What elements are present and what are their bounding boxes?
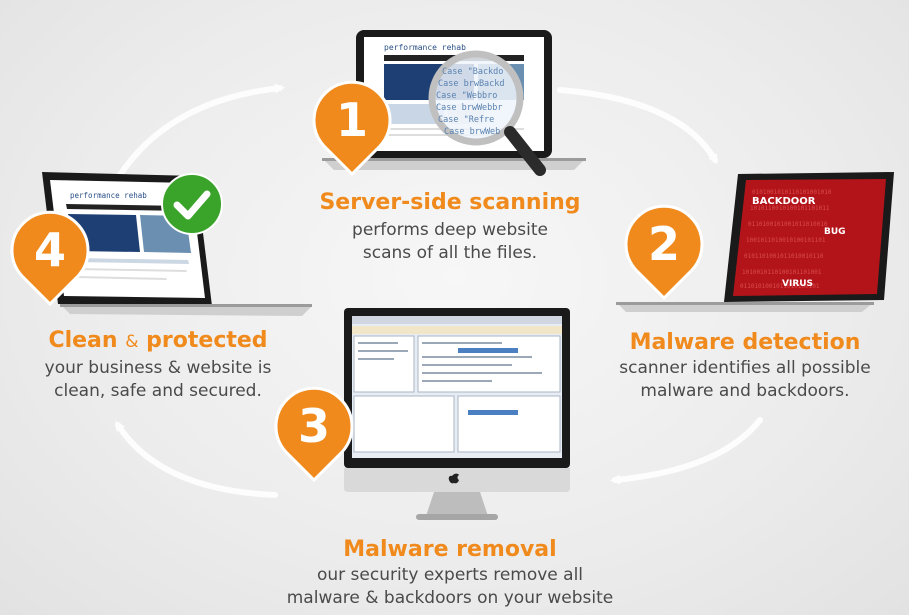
- marker-3-number: 3: [298, 399, 330, 453]
- check-badge-icon: [161, 173, 223, 235]
- svg-text:0110100101001011010010: 0110100101001011010010: [748, 221, 828, 228]
- step-4-title-part-2: protected: [146, 328, 268, 353]
- step-4-title-amp: &: [125, 332, 139, 352]
- svg-text:0101001010110101001010: 0101001010110101001010: [752, 189, 832, 196]
- marker-3: 3: [274, 386, 354, 482]
- svg-text:1010110010100101101011: 1010110010100101101011: [750, 205, 830, 212]
- step-2-desc-line-1: scanner identifies all possible: [619, 358, 871, 378]
- svg-text:0101101001011010010110: 0101101001011010010110: [744, 253, 824, 260]
- arrow-1-to-2: [557, 87, 718, 165]
- apple-logo: [448, 473, 459, 484]
- step-1-title: Server-side scanning: [319, 190, 581, 215]
- arrow-4-to-1: [117, 83, 285, 178]
- svg-text:1001011010010100101101: 1001011010010100101101: [746, 237, 826, 244]
- magnifier-handle: [504, 126, 546, 176]
- step-1-desc-line-1: performs deep website: [352, 220, 548, 240]
- code-line-1: Case "Backdo: [442, 67, 503, 77]
- step-3-title: Malware removal: [343, 537, 557, 562]
- arrow-3-to-4: [115, 420, 278, 498]
- step-4-desc-line-1: your business & website is: [44, 358, 272, 378]
- site-brand: performance rehab: [384, 43, 466, 52]
- step-4-title-part-1: Clean: [48, 328, 118, 353]
- malware-word-virus: VIRUS: [782, 279, 813, 289]
- step-1-desc-line-2: scans of all the files.: [362, 243, 538, 263]
- marker-4-number: 4: [34, 223, 66, 277]
- laptop-malware: 0101001010110101001010 10101100101001011…: [616, 172, 894, 312]
- step-3-desc-line-2: malware & backdoors on your website: [286, 588, 614, 608]
- malware-word-backdoor: BACKDOOR: [752, 196, 816, 207]
- marker-1-number: 1: [336, 93, 368, 147]
- marker-4: 4: [10, 210, 90, 306]
- site-brand-2: performance rehab: [70, 191, 147, 200]
- step-2-desc-line-2: malware and backdoors.: [640, 381, 850, 401]
- marker-1: 1: [312, 80, 392, 176]
- step-2-title: Malware detection: [629, 330, 861, 355]
- laptop-scanning: performance rehab Case "Backdo Case brwB…: [322, 30, 586, 176]
- code-line-2: Case brwBackd: [438, 79, 505, 89]
- marker-2: 2: [624, 204, 704, 300]
- step-4-desc-line-2: clean, safe and secured.: [54, 381, 262, 401]
- code-line-6: Case brwWeb: [444, 127, 500, 137]
- code-line-5: Case "Refre: [438, 115, 494, 125]
- svg-text:1010010110100101101001: 1010010110100101101001: [742, 269, 822, 276]
- malware-word-bug: BUG: [824, 227, 846, 237]
- marker-2-number: 2: [648, 217, 680, 271]
- step-4-title: Clean & protected: [8, 328, 308, 353]
- code-line-3: Case "Webbro: [436, 91, 497, 101]
- imac-removal: [344, 308, 570, 520]
- svg-text:0110101001011010100101: 0110101001011010100101: [740, 283, 820, 290]
- step-3-desc-line-1: our security experts remove all: [316, 565, 584, 585]
- arrow-2-to-3: [610, 417, 763, 485]
- code-line-4: Case brwWebbr: [436, 103, 503, 113]
